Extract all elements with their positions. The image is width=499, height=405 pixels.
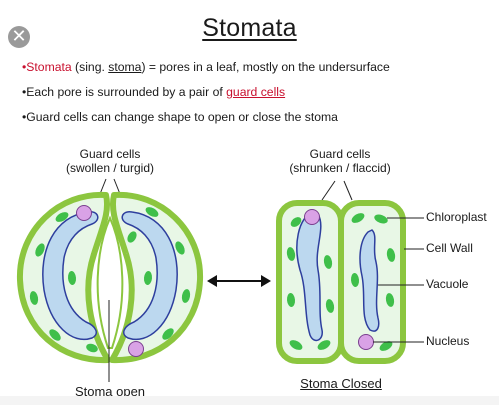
stoma-open-caption: Stoma open xyxy=(74,384,146,399)
open-cells-label-line1: Guard cells xyxy=(79,147,141,161)
chloroplast-label: Chloroplast xyxy=(426,210,487,224)
chloroplast xyxy=(325,299,335,313)
chloroplast xyxy=(29,291,39,305)
chloroplast xyxy=(289,340,303,350)
chloroplast xyxy=(145,207,159,217)
open-vacuole-right xyxy=(121,211,178,341)
chloroplast xyxy=(127,231,137,243)
chloroplast xyxy=(350,273,360,287)
double-arrow-icon xyxy=(207,275,271,287)
closed-cells-label-line2: (shrunken / flaccid) xyxy=(289,161,391,175)
nucleus xyxy=(304,209,320,225)
chloroplast xyxy=(35,243,45,257)
bullet-marker: • xyxy=(22,110,27,124)
open-stoma xyxy=(16,191,204,382)
bullet-list: •Stomata (sing. stoma) = pores in a leaf… xyxy=(22,60,390,135)
closed-vacuole-left xyxy=(296,211,323,342)
chloroplast xyxy=(386,248,396,262)
chloroplast xyxy=(374,214,388,224)
closed-label-pointer-left xyxy=(321,180,336,201)
close-icon[interactable]: ✕ xyxy=(8,26,30,48)
chloroplast xyxy=(286,293,296,307)
open-cells-label-line2: (swollen / turgid) xyxy=(65,161,155,175)
chloroplast xyxy=(175,241,185,255)
open-cells-label: Guard cells (swollen / turgid) xyxy=(45,147,175,175)
term-stomata: Stomata xyxy=(26,60,72,74)
bullet-guard-cells: •Each pore is surrounded by a pair of gu… xyxy=(22,85,390,110)
closed-label-pointer-right xyxy=(343,180,353,201)
vacuole-label: Vacuole xyxy=(426,277,469,291)
chloroplast xyxy=(55,212,69,222)
nucleus-label: Nucleus xyxy=(426,334,470,348)
nucleus xyxy=(358,334,374,350)
chloroplast xyxy=(317,340,331,350)
chloroplast xyxy=(385,293,395,307)
bullet-text: Each pore is surrounded by a pair of xyxy=(26,85,227,99)
closed-stoma xyxy=(276,200,406,364)
chloroplast xyxy=(379,341,393,351)
closed-cells-label: Guard cells (shrunken / flaccid) xyxy=(270,147,410,175)
chloroplast xyxy=(49,329,61,341)
chloroplast xyxy=(181,289,191,303)
bullet-text: ) = pores in a leaf, mostly on the under… xyxy=(141,60,390,74)
chloroplast xyxy=(67,271,77,285)
bullet-text: Guard cells can change shape to open or … xyxy=(26,110,338,124)
term-stoma: stoma xyxy=(108,60,142,74)
bullet-shape-change: •Guard cells can change shape to open or… xyxy=(22,110,390,135)
page-title: Stomata xyxy=(202,14,297,42)
closed-vacuole-right xyxy=(359,229,380,332)
bullet-stomata-definition: •Stomata (sing. stoma) = pores in a leaf… xyxy=(22,60,390,85)
nucleus xyxy=(128,341,144,357)
bottom-edge xyxy=(0,396,499,405)
open-stoma-pore xyxy=(96,215,124,349)
chloroplast xyxy=(323,255,333,269)
stoma-closed-caption: Stoma Closed xyxy=(300,376,382,391)
closed-cells-label-line1: Guard cells xyxy=(309,147,371,161)
bullet-marker: • xyxy=(22,85,27,99)
chloroplast xyxy=(143,271,153,285)
chloroplast xyxy=(86,343,98,353)
nucleus xyxy=(76,205,92,221)
bullet-marker: • xyxy=(22,60,27,74)
chloroplast xyxy=(351,213,365,223)
term-guard-cells: guard cells xyxy=(226,85,286,99)
chloroplast xyxy=(286,247,296,261)
chloroplast xyxy=(162,328,174,340)
chloroplast xyxy=(290,217,302,227)
open-vacuole-left xyxy=(42,211,99,341)
open-guard-cell-left xyxy=(16,191,111,364)
cell-wall-label: Cell Wall xyxy=(426,241,473,255)
bullet-text: (sing. xyxy=(71,60,109,74)
